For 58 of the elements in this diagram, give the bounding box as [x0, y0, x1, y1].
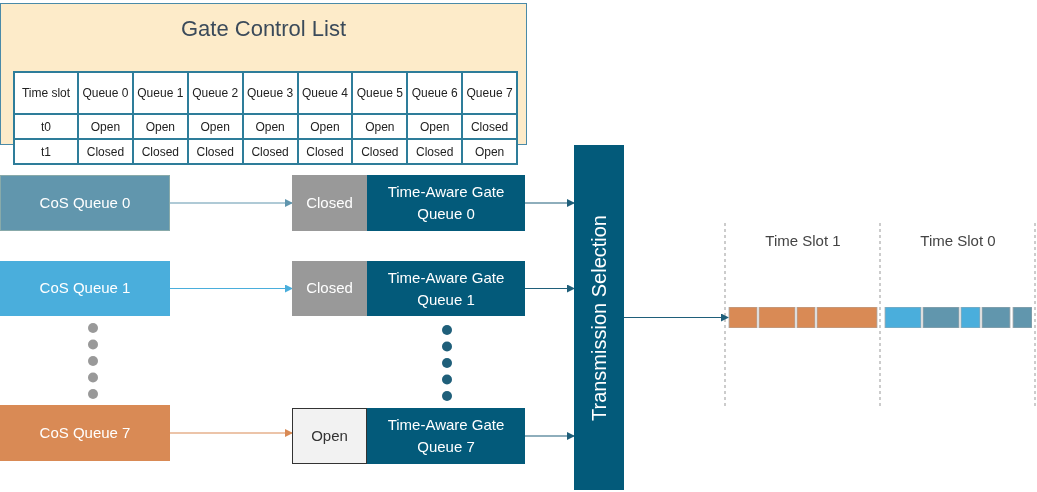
box-label: Closed — [305, 192, 354, 213]
arrow — [623, 313, 729, 322]
table-cell: Closed — [242, 139, 298, 164]
table-cell: Open — [187, 114, 243, 139]
gate-box — [367, 408, 525, 464]
table-cell: Open — [242, 114, 298, 139]
table-cell: Queue 4 — [297, 72, 353, 114]
table-cell: Queue 0 — [78, 72, 133, 114]
gate-state-box — [292, 175, 367, 231]
table-cell: Closed — [78, 139, 133, 164]
table-cell: Queue 3 — [242, 72, 298, 114]
table-cell: Open — [132, 114, 188, 139]
box-label: Open — [310, 425, 349, 446]
arrow — [169, 199, 293, 207]
box-label: CoS Queue 0 — [38, 192, 132, 213]
gate-box — [367, 175, 525, 231]
bar-label: Transmission Selection — [587, 214, 611, 421]
table-cell: Closed — [462, 114, 517, 139]
panel-title: Gate Control List — [179, 15, 348, 43]
queue-box — [0, 175, 170, 231]
table-cell: Open — [352, 114, 408, 139]
table-cell: Queue 6 — [407, 72, 463, 114]
gate-state-box — [292, 408, 367, 464]
table-cell: Open — [78, 114, 133, 139]
table-cell: Closed — [187, 139, 243, 164]
time-slot-label: Time Slot 0 — [919, 231, 997, 251]
gate-box — [367, 261, 525, 316]
table-cell: Closed — [407, 139, 463, 164]
gate-state-box — [292, 261, 367, 316]
queue-box — [0, 405, 170, 461]
arrow — [524, 284, 575, 293]
arrow — [524, 432, 575, 440]
box-label: CoS Queue 7 — [38, 422, 132, 443]
arrow — [169, 284, 293, 293]
box-label: Closed — [305, 278, 354, 299]
table-cell: Closed — [297, 139, 353, 164]
box-label: Time-Aware Gate Queue 1 — [386, 267, 506, 310]
table-cell: Queue 5 — [352, 72, 408, 114]
frame-sequence — [728, 307, 1032, 328]
table-cell: Open — [297, 114, 353, 139]
time-slot-label: Time Slot 1 — [764, 231, 842, 251]
table-cell: Queue 1 — [132, 72, 188, 114]
table-cell: Time slot — [14, 72, 78, 114]
box-label: CoS Queue 1 — [38, 278, 132, 299]
box-label: Time-Aware Gate Queue 0 — [386, 182, 506, 224]
table-cell: Queue 2 — [187, 72, 243, 114]
table-cell: t0 — [14, 114, 78, 139]
table-cell: Open — [462, 139, 517, 164]
arrow — [169, 429, 293, 437]
table-cell: t1 — [14, 139, 78, 164]
table-cell: Open — [407, 114, 463, 139]
arrow — [524, 199, 575, 207]
selection-bar — [574, 145, 624, 490]
box-label: Time-Aware Gate Queue 7 — [386, 415, 506, 457]
queue-box — [0, 261, 170, 316]
table-cell: Closed — [132, 139, 188, 164]
table-cell: Closed — [352, 139, 408, 164]
table-cell: Queue 7 — [462, 72, 517, 114]
